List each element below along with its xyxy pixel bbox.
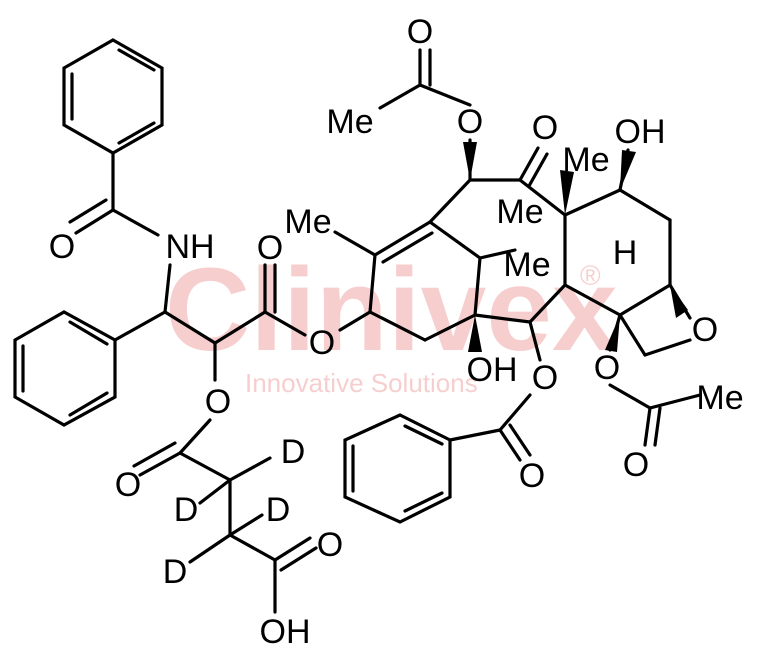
watermark-registered: ® xyxy=(580,260,601,291)
atom-oh-acid: OH xyxy=(260,613,311,651)
wedge-oac xyxy=(463,142,477,180)
wedge-oac-c4 xyxy=(605,315,620,352)
side-chain xyxy=(13,263,318,614)
benzoyl-group xyxy=(62,38,164,237)
atom-o-acetyl: O xyxy=(457,103,483,141)
atom-o-benzoate: O xyxy=(532,359,558,397)
atom-h-c3: H xyxy=(613,234,638,272)
atom-o-acetate-c4: O xyxy=(594,349,620,387)
atom-nh: NH xyxy=(165,228,214,266)
atom-o-acid-carbonyl: O xyxy=(317,526,343,564)
atom-o-acetate-carbonyl: O xyxy=(623,446,649,484)
atom-o-oxetane: O xyxy=(692,311,718,349)
atom-me-acetyl: Me xyxy=(326,103,373,141)
atom-d-3: D xyxy=(266,491,291,529)
atom-oh-c1: OH xyxy=(467,351,518,389)
atom-o-ketone: O xyxy=(532,109,558,147)
atom-me-acetate-c4: Me xyxy=(696,379,743,417)
atom-o-acetyl-carbonyl: O xyxy=(407,13,433,51)
atom-me-c18: Me xyxy=(284,203,331,241)
atom-o-ester-sidechain: O xyxy=(257,229,283,267)
atom-me-c16: Me xyxy=(496,193,543,231)
atom-me-c17: Me xyxy=(503,246,550,284)
atom-d-1: D xyxy=(281,433,306,471)
atom-me-c8: Me xyxy=(562,141,609,179)
wedge-me-c8 xyxy=(560,170,574,215)
watermark-tagline: Innovative Solutions xyxy=(245,368,478,398)
atom-o-succinyl: O xyxy=(205,383,231,421)
atom-o-ester-link: O xyxy=(309,324,335,362)
atom-d-2: D xyxy=(174,491,199,529)
wedge-oh-c1 xyxy=(468,315,482,352)
atom-o-benzoyl: O xyxy=(49,228,75,266)
taxane-core xyxy=(333,48,702,524)
atom-o-succinyl-carbonyl: O xyxy=(115,466,141,504)
atom-oh-c7: OH xyxy=(615,113,666,151)
atom-d-4: D xyxy=(163,553,188,591)
atom-o-benzoate-carbonyl: O xyxy=(519,457,545,495)
wedge-oxetane xyxy=(670,285,688,318)
wedge-oh-c7 xyxy=(620,150,636,190)
